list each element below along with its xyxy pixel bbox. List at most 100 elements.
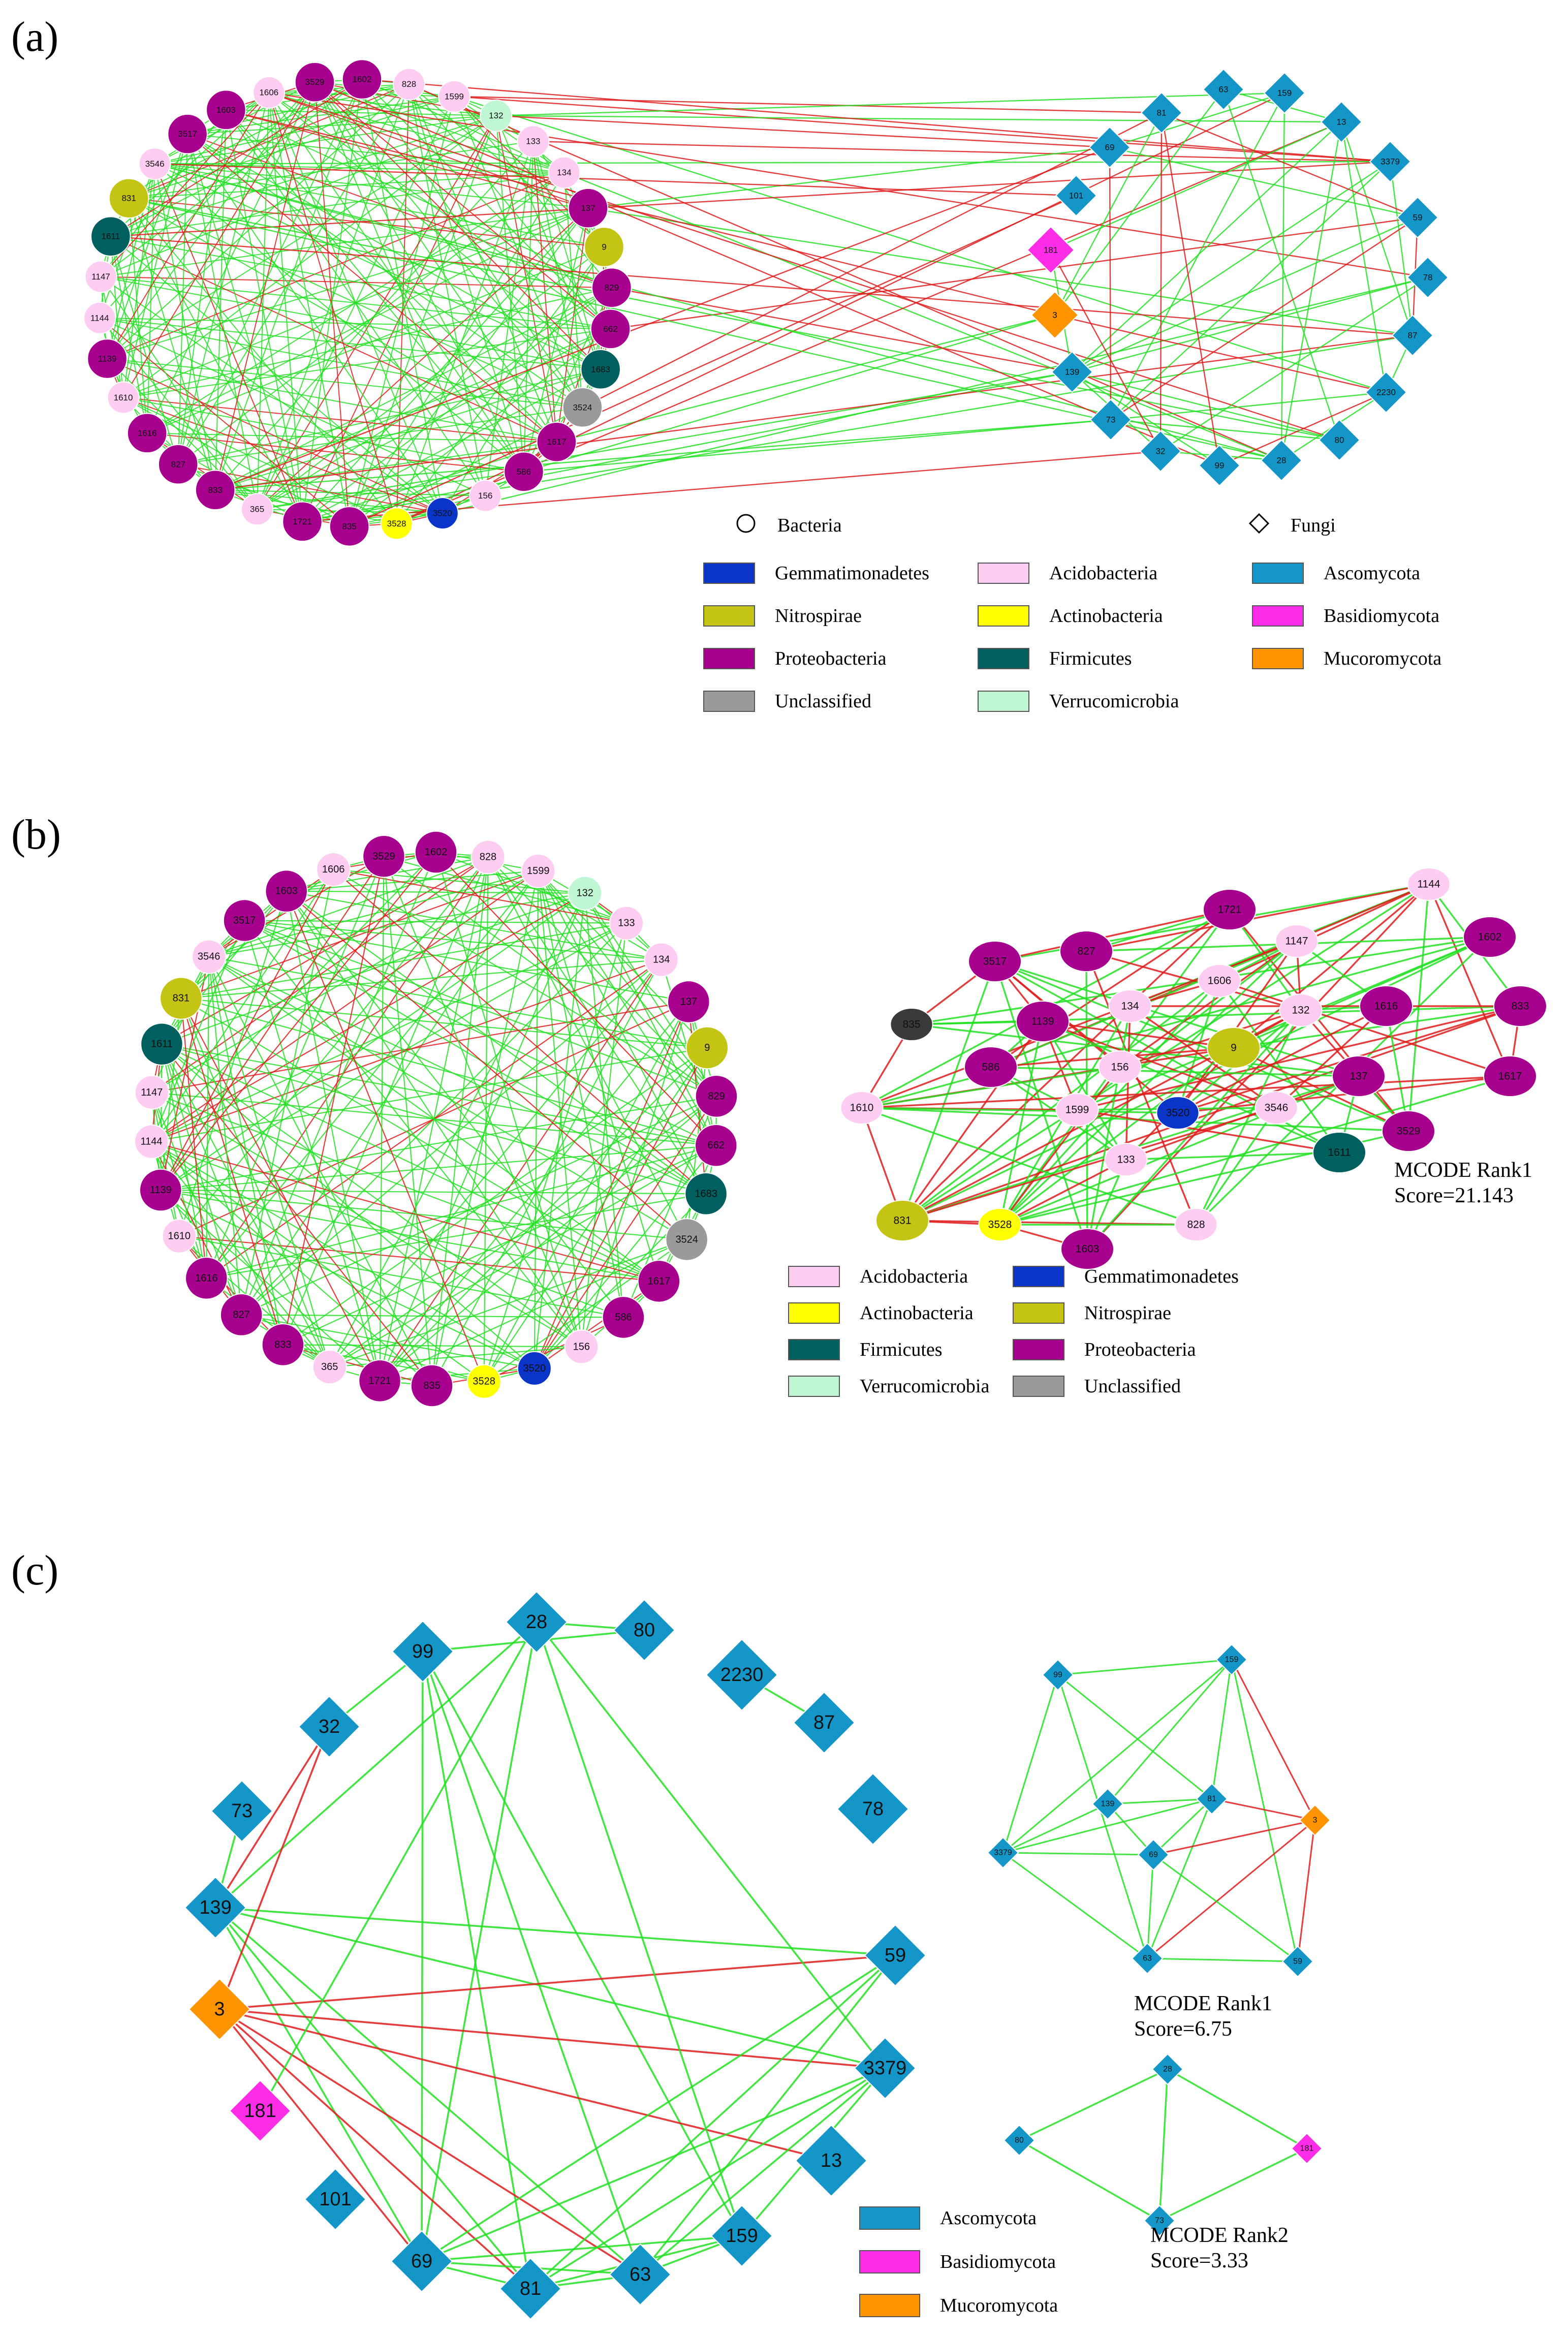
b-mcode-edge-81: [1195, 1010, 1302, 1225]
a-edge-103: [215, 328, 611, 491]
a-edge-63: [268, 91, 565, 173]
a-node-label-137: 137: [581, 203, 595, 213]
b-node-label-3517: 3517: [233, 915, 256, 926]
a-fungi-node-label-2230: 2230: [1376, 388, 1396, 397]
b-mcode-node-label-1602: 1602: [1478, 931, 1502, 943]
legend-b-swatch-actinobacteria: [788, 1302, 840, 1324]
b-edge-158: [286, 891, 485, 1382]
c-node-59: [864, 1924, 927, 1987]
c-node-81: [499, 2257, 562, 2320]
c-node-label-63: 63: [630, 2264, 651, 2285]
b-edge-223: [286, 851, 436, 892]
a-node-label-134: 134: [557, 168, 571, 177]
b-node-1139: [139, 1168, 182, 1212]
b-edge-66: [181, 959, 662, 999]
a-edge-232: [100, 79, 363, 277]
c-edge-24: [421, 1954, 896, 2262]
b-mcode-edge-57: [1077, 1005, 1521, 1111]
c-node-63: [609, 2243, 672, 2306]
b-edge-95: [333, 869, 717, 1097]
c-mcode1-edge-22: [1153, 1854, 1298, 1963]
a-edge-249: [496, 115, 1110, 148]
b-node-1617: [637, 1260, 681, 1303]
b-edge-102: [206, 1145, 716, 1279]
a-fungi-node-label-80: 80: [1335, 435, 1344, 445]
c-mcode1-edge-18: [1297, 1820, 1316, 1962]
c-node-181: [229, 2079, 292, 2142]
a-edge-298: [1110, 216, 1418, 421]
c-edge-12: [215, 1907, 896, 1956]
a-node-label-1606: 1606: [259, 87, 278, 97]
a-node-1144: [83, 301, 116, 334]
b-mcode-node-label-3520: 3520: [1166, 1107, 1190, 1119]
a-node-label-3529: 3529: [305, 77, 325, 87]
a-edge-243: [409, 83, 1282, 461]
a-fungi-node-label-28: 28: [1277, 456, 1287, 465]
c-mcode2-node-80: [1003, 2124, 1036, 2157]
a-edge-310: [1072, 371, 1340, 441]
b-mcode-node-label-1721: 1721: [1218, 904, 1242, 916]
a-node-662: [590, 308, 631, 350]
a-edge-188: [225, 110, 303, 522]
a-fungi-node-13: [1320, 101, 1363, 143]
b-node-label-1721: 1721: [368, 1375, 391, 1386]
b-edge-77: [151, 1001, 689, 1093]
b-mcode-node-132: [1279, 993, 1323, 1027]
a-edge-150: [226, 109, 524, 473]
b-edge-84: [151, 1047, 707, 1142]
b-edge-108: [435, 852, 717, 1146]
a-edge-70: [349, 208, 589, 527]
b-edge-92: [241, 1096, 717, 1316]
a-node-3546: [138, 147, 171, 180]
b-edge-103: [161, 1145, 716, 1191]
a-edge-259: [523, 314, 1055, 473]
a-edge-290: [1340, 121, 1387, 393]
b-node-828: [471, 839, 506, 875]
b-edge-200: [178, 891, 287, 1236]
a-edge-6: [396, 84, 410, 524]
b-edge-141: [283, 1344, 582, 1348]
c-edge-28: [530, 2067, 886, 2290]
c-edge-22: [218, 2008, 531, 2290]
b-mcode-edge-114: [1195, 1107, 1277, 1225]
b-mcode-edge-17: [901, 909, 1231, 1222]
a-node-1617: [536, 421, 577, 462]
a-edge-122: [314, 81, 601, 370]
b-mcode-node-3528: [978, 1208, 1022, 1241]
a-edge-213: [146, 82, 316, 433]
c-mcode1-edge-17: [1147, 1819, 1315, 1959]
b-mcode-edge-2: [1219, 883, 1429, 982]
a-edge-158: [314, 82, 486, 496]
a-edge-151: [268, 92, 524, 472]
a-fungi-node-label-139: 139: [1065, 367, 1079, 377]
b-mcode-edge-83: [1177, 1005, 1387, 1114]
b-node-label-3528: 3528: [473, 1376, 495, 1387]
c-mcode1-node-label-3: 3: [1313, 1816, 1318, 1825]
a-fungi-node-label-159: 159: [1277, 88, 1292, 98]
c-mcode1-node-label-81: 81: [1207, 1795, 1216, 1803]
b-mcode-node-label-1147: 1147: [1285, 936, 1308, 947]
legend-a-label-actinobacteria: Actinobacteria: [1049, 605, 1163, 627]
b-mcode-node-label-835: 835: [902, 1019, 920, 1031]
b-mcode-node-3517: [968, 941, 1022, 982]
a-node-label-1603: 1603: [216, 105, 236, 115]
b-edge-28: [151, 870, 539, 1142]
a-edge-50: [396, 141, 534, 524]
b-node-3546: [192, 939, 227, 974]
a-edge-116: [178, 368, 601, 465]
a-node-833: [195, 470, 236, 511]
panel-label-c: (c): [11, 1547, 58, 1594]
a-node-1139: [87, 338, 128, 379]
b-edge-90: [379, 1096, 717, 1382]
b-edge-118: [333, 869, 707, 1195]
c-mcode1-node-3379: [987, 1836, 1019, 1869]
a-edge-95: [123, 287, 612, 398]
a-edge-14: [269, 83, 410, 93]
mcode-c1-score: Score=6.75: [1134, 2017, 1232, 2041]
a-edge-175: [128, 198, 397, 524]
b-mcode-edge-95: [999, 1066, 1121, 1226]
a-edge-212: [146, 164, 155, 433]
a-edge-302: [1160, 276, 1428, 452]
c-mcode1-node-81: [1196, 1783, 1228, 1815]
c-mcode1-edge-21: [1146, 1854, 1154, 1959]
